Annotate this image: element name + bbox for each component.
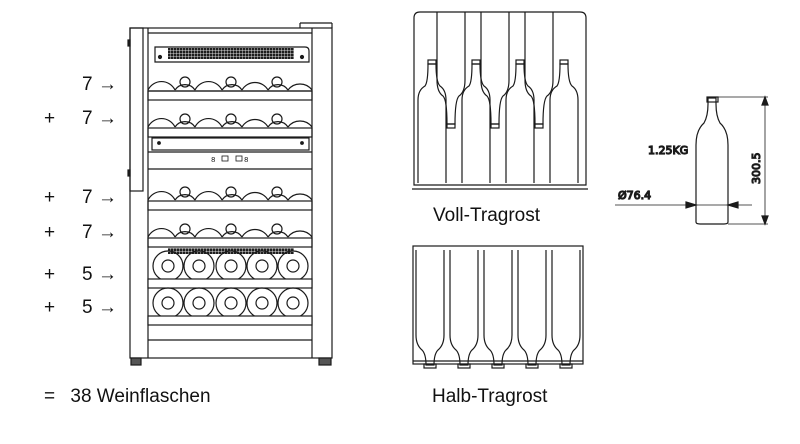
bottle-count: 7 <box>82 187 93 208</box>
plus-sign: + <box>44 108 56 129</box>
bottle-count: 5 <box>82 264 93 285</box>
arrow-right-icon: → <box>98 74 117 95</box>
plus-sign: + <box>44 187 56 208</box>
shelf-4 <box>147 223 313 248</box>
bottle-count: 5 <box>82 297 93 318</box>
half-rack-drawing <box>412 245 584 369</box>
bottle-dimension-drawing <box>615 95 769 226</box>
plus-sign: + <box>44 222 56 243</box>
equals-sign: = <box>44 386 56 407</box>
wine-fridge-drawing: 8 8 <box>127 22 333 366</box>
bottle-height: 300.5 <box>750 153 763 185</box>
total-bottles: = 38 Weinflaschen <box>44 386 211 408</box>
plus-sign: + <box>44 264 56 285</box>
full-rack-drawing <box>412 11 588 190</box>
arrow-right-icon: → <box>98 108 117 129</box>
control-panel-display: 8 8 <box>211 155 248 164</box>
arrow-right-icon: → <box>98 187 117 208</box>
shelf-5 <box>147 250 313 289</box>
bottle-weight: 1.25KG <box>648 144 688 157</box>
arrow-right-icon: → <box>98 264 117 285</box>
total-label: 38 Weinflaschen <box>70 386 211 407</box>
shelf-2 <box>147 113 313 138</box>
plus-sign: + <box>44 297 56 318</box>
arrow-right-icon: → <box>98 222 117 243</box>
bottle-count: 7 <box>82 108 93 129</box>
shelf-6 <box>147 287 313 326</box>
bottle-diameter: Ø76.4 <box>618 189 651 202</box>
bottle-count: 7 <box>82 222 93 243</box>
shelf-3 <box>147 186 313 211</box>
full-rack-label: Voll-Tragrost <box>433 205 540 226</box>
half-rack-label: Halb-Tragrost <box>432 386 548 407</box>
svg-text:8: 8 <box>244 156 248 164</box>
svg-text:8: 8 <box>211 156 215 164</box>
shelf-1 <box>147 76 313 101</box>
bottle-count: 7 <box>82 74 93 95</box>
arrow-right-icon: → <box>98 297 117 318</box>
